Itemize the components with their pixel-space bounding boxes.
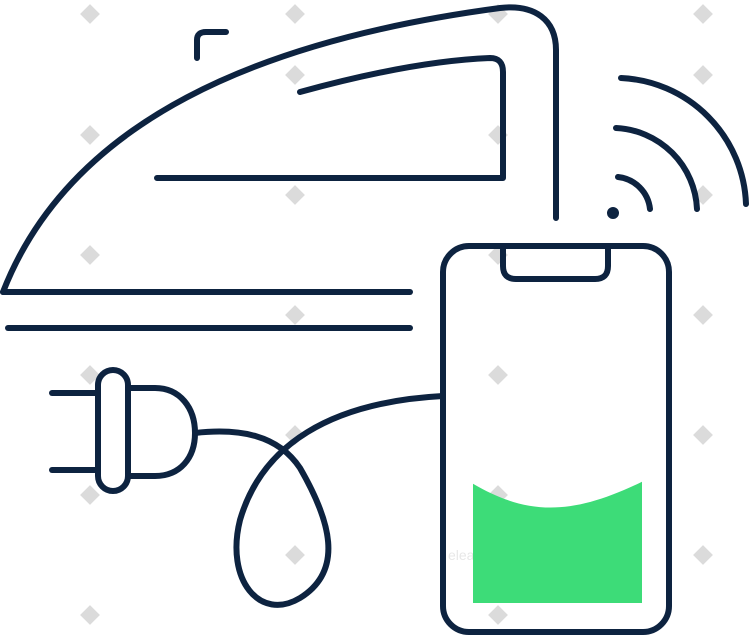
wifi-arc-small-icon: [615, 174, 653, 212]
battery-fill-icon: [473, 481, 642, 603]
watermark-diamond-icon: [80, 485, 100, 505]
watermark-diamond-icon: [80, 125, 100, 145]
wifi-arc-large-icon: [618, 75, 749, 207]
plug-plate-icon: [95, 367, 131, 494]
watermark-diamond-icon: [693, 545, 713, 565]
watermark-diamond-icon: [285, 65, 305, 85]
cable-icon: [192, 393, 446, 608]
watermark-diamond-icon: [80, 4, 100, 24]
wifi-signal-icon: [607, 75, 749, 219]
phone-body-icon: [440, 243, 672, 635]
watermark-diamond-icon: [693, 305, 713, 325]
plug-icon: [49, 367, 446, 608]
smartphone-icon: [440, 243, 672, 635]
iron-outline: [0, 4, 559, 331]
watermark-diamond-icon: [488, 365, 508, 385]
watermark-diamond-icon: [80, 605, 100, 625]
iron-handle-opening-icon: [154, 55, 506, 181]
wifi-arc-medium-icon: [613, 125, 700, 212]
plug-head-icon: [125, 385, 198, 479]
phone-notch-icon: [500, 246, 611, 282]
watermark-diamond-icon: [693, 4, 713, 24]
watermark-diamond-icon: [285, 185, 305, 205]
watermark-diamond-icon: [285, 305, 305, 325]
iron-handle-knob-icon: [194, 29, 229, 61]
watermark-diamond-icon: [80, 245, 100, 265]
wifi-dot-icon: [607, 207, 619, 219]
watermark-diamond-icon: [693, 425, 713, 445]
watermark-diamond-icon: [285, 4, 305, 24]
watermark-diamond-icon: [285, 545, 305, 565]
watermark-diamond-icon: [488, 605, 508, 625]
iron-body-icon: [0, 4, 559, 295]
watermark-diamond-icon: [693, 65, 713, 85]
watermark-diamond-icon: [80, 365, 100, 385]
